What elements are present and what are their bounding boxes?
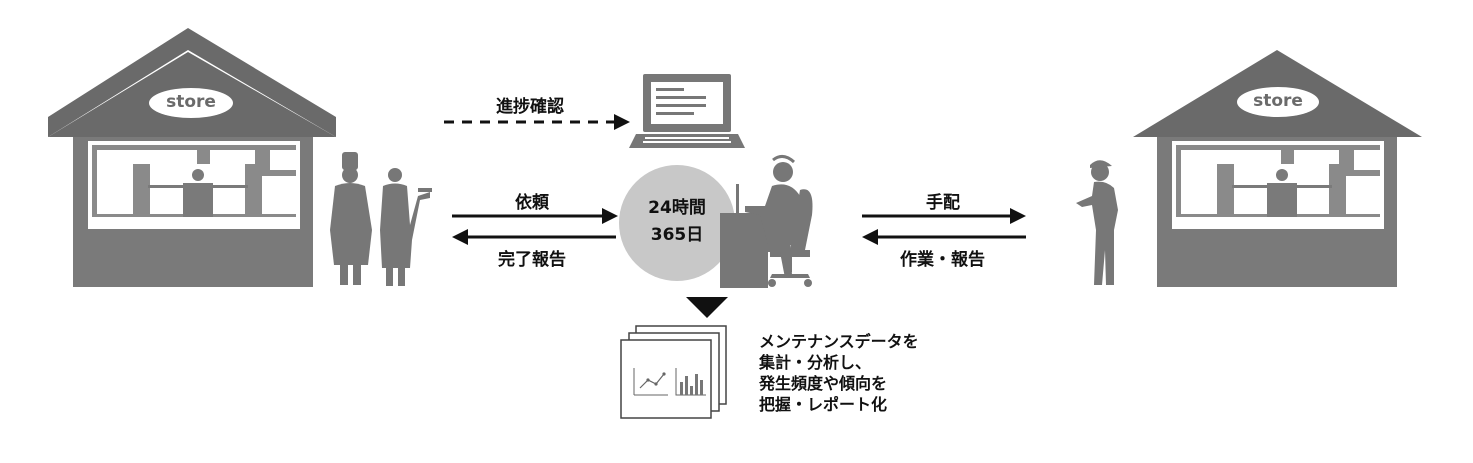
store-left-sign	[149, 88, 233, 118]
analysis-line-4: 把握・レポート化	[759, 395, 888, 414]
store-right-sign	[1237, 87, 1319, 117]
analysis-description: メンテナンスデータを 集計・分析し、 発生頻度や傾向を 把握・レポート化	[759, 331, 919, 415]
request-label: 依頼	[515, 193, 549, 213]
analysis-line-3: 発生頻度や傾向を	[759, 374, 888, 393]
completion-report-label: 完了報告	[498, 250, 566, 270]
store-left-label: store	[166, 92, 216, 112]
availability-days: 365日	[650, 225, 704, 245]
arrange-label: 手配	[926, 193, 960, 213]
analysis-line-1: メンテナンスデータを	[759, 332, 919, 351]
progress-check-label: 進捗確認	[496, 97, 564, 117]
availability-hours: 24時間	[648, 198, 706, 218]
analysis-line-2: 集計・分析し、	[759, 353, 872, 372]
availability-circle	[619, 165, 735, 281]
store-right-label: store	[1253, 91, 1303, 111]
work-report-label: 作業・報告	[900, 250, 985, 270]
